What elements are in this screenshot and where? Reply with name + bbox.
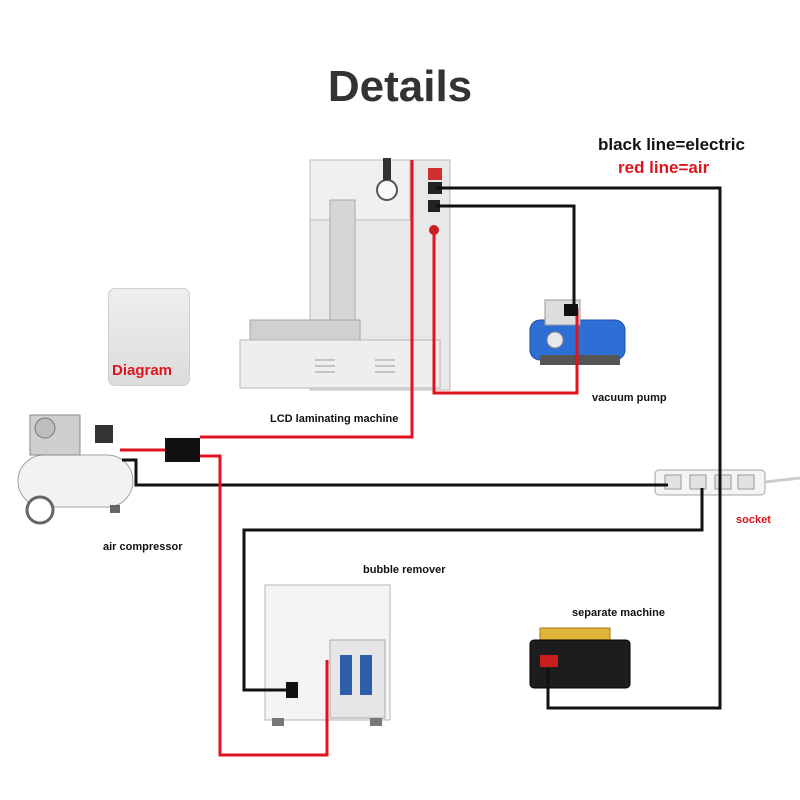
air-line-lcd-vacuum [432, 232, 579, 395]
page-title: Details [327, 62, 473, 111]
label-lcd-laminating-machine: LCD laminating machine [270, 413, 399, 425]
label-separate-machine: separate machine [572, 607, 665, 619]
label-socket: socket [736, 514, 771, 526]
electric-line-lcd-separate [436, 186, 722, 710]
air-line-splitter-bubble [200, 454, 329, 757]
connectors [165, 304, 578, 698]
legend-electric: black line=electric [598, 135, 745, 154]
electric-line-compressor-socket [122, 458, 668, 487]
electric-lines [122, 186, 722, 710]
label-bubble-remover: bubble remover [363, 564, 446, 576]
air-compressor [17, 414, 134, 525]
electric-line-socket-bubble [242, 488, 704, 692]
air-line-splitter-lcd [200, 160, 414, 439]
diagram-card-label: Diagram [112, 362, 173, 379]
electric-line-lcd-vacuum [436, 204, 576, 315]
air-lines [120, 160, 579, 757]
separate-machine [529, 627, 631, 689]
label-vacuum-pump: vacuum pump [592, 392, 667, 404]
legend-air: red line=air [618, 158, 710, 177]
power-strip [654, 469, 800, 496]
lcd-laminating-machine [239, 158, 451, 391]
diagram-card [108, 288, 190, 386]
label-air-compressor: air compressor [103, 541, 183, 553]
